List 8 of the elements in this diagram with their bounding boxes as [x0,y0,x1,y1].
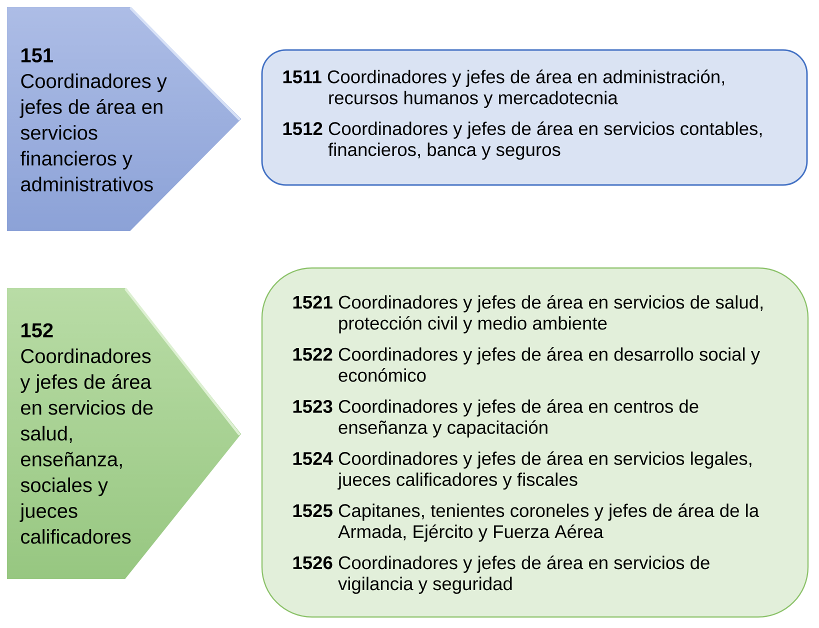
list-item: 1523 Coordinadores y jefes de área en centros de enseñanza y capacitación [293,399,698,438]
list-item: 1524 Coordinadores y jefes de área en servicios legales, jueces calificadores y fiscales [293,451,752,490]
list-item: 1522 Coordinadores y jefes de área en desarrollo social y económico [293,347,760,382]
list-item: 1512 Coordinadores y jefes de área en servicios contables, financieros, banca y seguros [283,121,762,160]
list-item: 1521 Coordinadores y jefes de área en servicios de salud, protección civil y medio ambiente [293,295,762,334]
list-item: 1511 Coordinadores y jefes de área en administración, recursos humanos y mercadotecnia [283,70,724,108]
list-item: 1526 Coordinadores y jefes de área en servicios de vigilancia y seguridad [293,556,710,594]
list-item: 1525 Capitanes, tenientes coroneles y jefes de área de la Armada, Ejército y Fuerza Aérea [293,503,760,542]
